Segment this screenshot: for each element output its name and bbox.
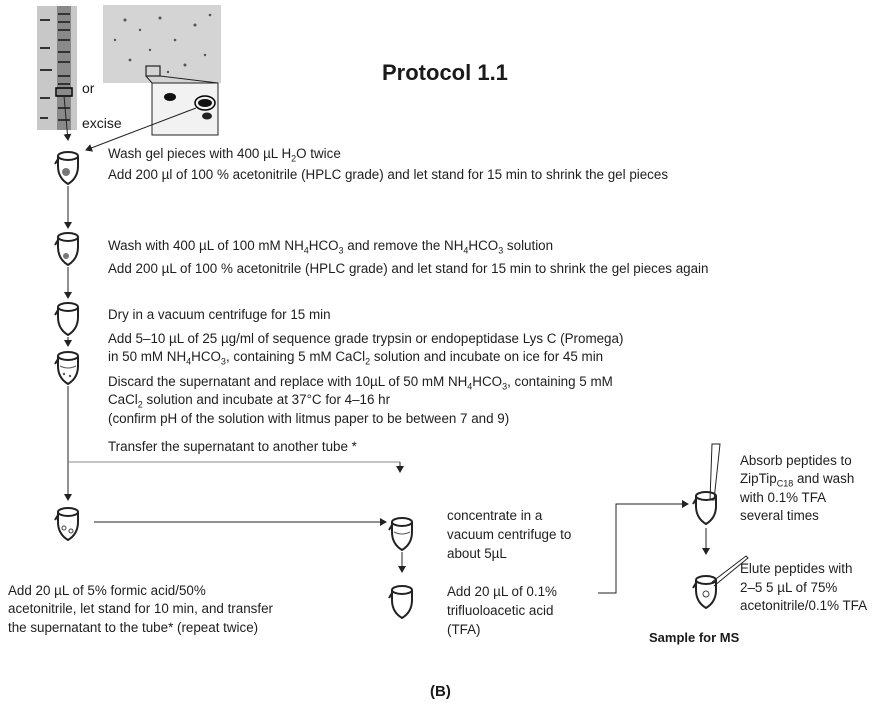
step-1-line-2: Add 200 µl of 100 % acetonitrile (HPLC g… <box>108 167 669 182</box>
elute-line-3: acetonitrile/0.1% TFA <box>740 598 868 613</box>
tube-left-branch <box>54 507 79 541</box>
step-1-line-1: Wash gel pieces with 400 µL H2O twice <box>108 146 341 164</box>
step-4-line-2: CaCl2 solution and incubate at 37°C for … <box>108 392 391 410</box>
step-3-line-2: Add 5–10 µL of 25 µg/ml of sequence grad… <box>108 331 624 346</box>
step-3-line-1: Dry in a vacuum centrifuge for 15 min <box>108 307 331 322</box>
excise-label: excise <box>82 115 122 131</box>
tube-step-3 <box>54 302 79 336</box>
step-2-line-1: Wash with 400 µL of 100 mM NH4HCO3 and r… <box>108 238 554 256</box>
formic-acid-line-3: the supernatant to the tube* (repeat twi… <box>8 620 259 635</box>
concentrate-line-1: concentrate in a <box>447 508 543 523</box>
step-4-line-3: (confirm pH of the solution with litmus … <box>108 411 510 426</box>
step-3-line-3: in 50 mM NH4HCO3, containing 5 mM CaCl2 … <box>108 349 604 367</box>
absorb-line-3: with 0.1% TFA <box>740 490 827 505</box>
tube-sample <box>692 555 749 609</box>
elute-line-2: 2–5 5 µL of 75% <box>740 580 838 595</box>
or-label: or <box>82 80 95 96</box>
tube-ziptip <box>692 443 721 525</box>
gel-1d-image <box>37 6 77 130</box>
tfa-line-3: (TFA) <box>447 622 481 637</box>
formic-acid-line-1: Add 20 µL of 5% formic acid/50% <box>8 583 206 598</box>
transfer-text: Transfer the supernatant to another tube… <box>108 439 357 454</box>
figure-caption: (B) <box>430 683 451 700</box>
tfa-line-1: Add 20 µL of 0.1% <box>447 584 557 599</box>
tube-step-4 <box>54 351 79 385</box>
tube-step-1 <box>54 151 79 185</box>
sample-for-ms-label: Sample for MS <box>649 630 740 645</box>
tube-tfa <box>388 585 413 619</box>
tube-step-2 <box>54 232 79 266</box>
concentrate-line-2: vacuum centrifuge to <box>447 527 572 542</box>
tfa-line-2: trifluoloacetic acid <box>447 603 554 618</box>
elute-line-1: Elute peptides with <box>740 561 853 576</box>
absorb-line-2: ZipTipC18 and wash <box>740 471 855 489</box>
gel-2d-image <box>103 5 221 136</box>
step-4-line-1: Discard the supernatant and replace with… <box>108 374 613 392</box>
concentrate-line-3: about 5µL <box>447 546 507 561</box>
step-2-line-2: Add 200 µL of 100 % acetonitrile (HPLC g… <box>108 261 709 276</box>
absorb-line-1: Absorb peptides to <box>740 453 852 468</box>
protocol-title: Protocol 1.1 <box>382 60 508 85</box>
formic-acid-line-2: acetonitrile, let stand for 10 min, and … <box>8 601 273 616</box>
tube-concentrate <box>388 517 413 551</box>
absorb-line-4: several times <box>740 508 819 523</box>
